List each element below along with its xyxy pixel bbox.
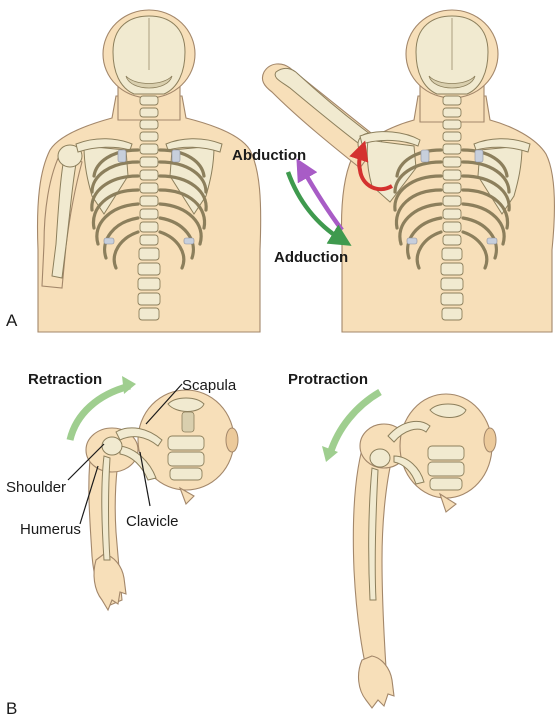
abduction-label: Abduction xyxy=(232,147,306,164)
spine-right-figure xyxy=(440,95,464,321)
humerus-leader xyxy=(79,465,99,525)
retraction-arrow xyxy=(66,382,131,441)
panel-a-left-figure xyxy=(36,9,262,333)
humerus-label: Humerus xyxy=(20,521,81,538)
panel-b-retraction-figure xyxy=(66,376,239,612)
panel-b-protraction-figure xyxy=(322,388,497,709)
shoulder-leader xyxy=(67,443,105,481)
abduction-arrow xyxy=(296,158,344,232)
spine-left-figure xyxy=(137,95,161,321)
protraction-arrow xyxy=(326,388,382,456)
adduction-arrow xyxy=(285,171,352,246)
panel-b-letter: B xyxy=(6,699,17,718)
scapular-rotation-arrow xyxy=(349,140,393,192)
shoulder-label: Shoulder xyxy=(6,479,66,496)
panel-a-letter: A xyxy=(6,311,18,330)
clavicle-label: Clavicle xyxy=(126,513,179,530)
protraction-label: Protraction xyxy=(288,371,368,388)
panel-a-right-figure xyxy=(261,9,556,333)
adduction-label: Adduction xyxy=(274,249,348,266)
scapula-leader xyxy=(145,383,183,425)
clavicle-leader xyxy=(139,451,151,507)
scapula-label: Scapula xyxy=(182,377,237,394)
retraction-label: Retraction xyxy=(28,371,102,388)
